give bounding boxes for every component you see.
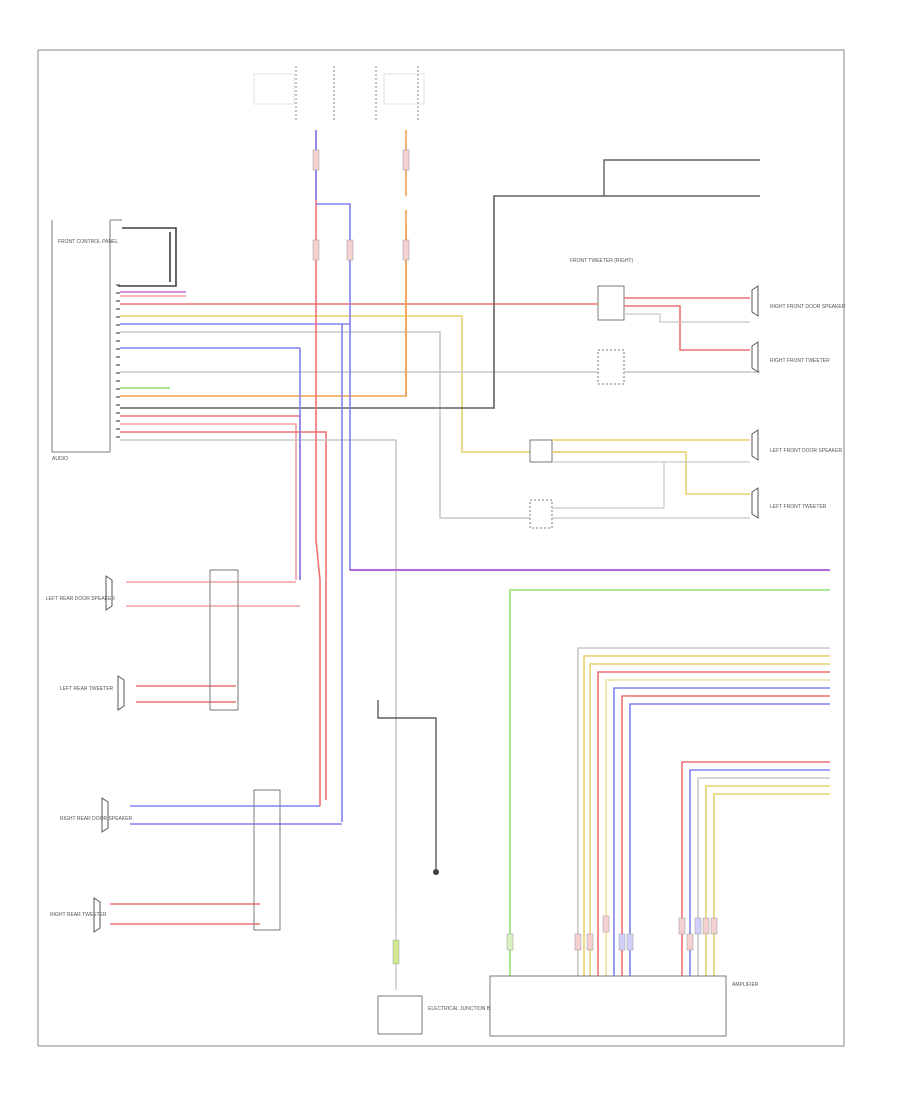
front-control-panel-label: FRONT CONTROL PANEL <box>58 239 118 245</box>
center-ground: ELECTRICAL JUNCTION BOX <box>377 700 498 1035</box>
amplifier-harness <box>509 589 830 976</box>
top-connectors <box>253 66 425 120</box>
left-front-tweeter-label: LEFT FRONT TWEETER <box>770 504 827 510</box>
audio-unit-label: AUDIO <box>52 456 68 462</box>
left-rear-speakers: LEFT REAR DOOR SPEAKER LEFT REAR TWEETER <box>46 569 300 711</box>
junction-box-label: ELECTRICAL JUNCTION BOX <box>428 1006 498 1012</box>
right-rear-tweeter-label: RIGHT REAR TWEETER <box>50 912 107 918</box>
left-front-speakers <box>751 429 759 519</box>
amplifier-connectors <box>506 915 718 951</box>
right-front-speakers <box>751 285 759 373</box>
panel-harness <box>120 195 760 912</box>
left-front-block <box>529 439 750 529</box>
amplifier: AMPLIFIER <box>489 975 759 1037</box>
front-tweeter-right-label: FRONT TWEETER (RIGHT) <box>570 258 633 264</box>
left-front-door-speaker-label: LEFT FRONT DOOR SPEAKER <box>770 448 842 454</box>
front-control-panel: FRONT CONTROL PANEL AUDIO <box>51 219 122 462</box>
right-rear-door-speaker-label: RIGHT REAR DOOR SPEAKER <box>60 816 133 822</box>
left-rear-tweeter-label: LEFT REAR TWEETER <box>60 686 114 692</box>
right-front-tweeter-label: RIGHT FRONT TWEETER <box>770 358 830 364</box>
top-right-wire <box>603 159 760 197</box>
front-tweeter-right-block: FRONT TWEETER (RIGHT) <box>570 258 750 385</box>
right-front-door-speaker-label: RIGHT FRONT DOOR SPEAKER <box>770 304 846 310</box>
diagram-frame <box>37 49 845 1047</box>
inline-connectors <box>312 149 410 261</box>
right-rear-speakers: RIGHT REAR DOOR SPEAKER RIGHT REAR TWEET… <box>50 789 342 933</box>
left-rear-door-speaker-label: LEFT REAR DOOR SPEAKER <box>46 596 115 602</box>
ground-wire <box>118 227 177 287</box>
amplifier-label: AMPLIFIER <box>732 982 759 988</box>
connector-pin-labels <box>116 284 120 438</box>
